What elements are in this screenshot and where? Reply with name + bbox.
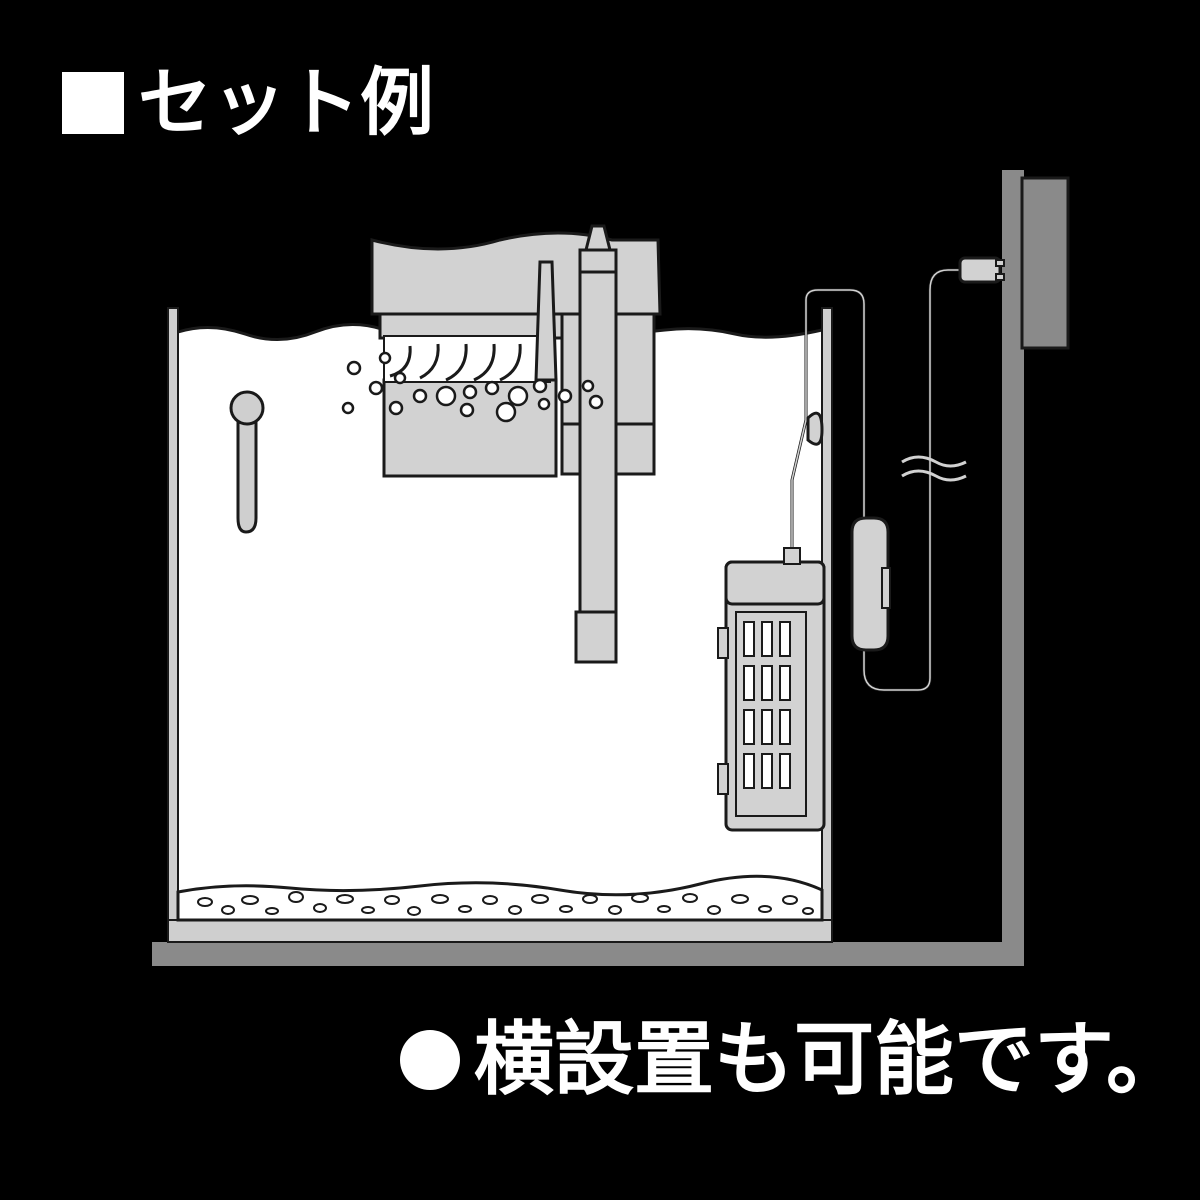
caption: 横設置も可能です。 (400, 1010, 1186, 1110)
hang-on-filter (370, 224, 662, 664)
heater-cable-inner (791, 269, 964, 691)
gravel-substrate (176, 874, 824, 922)
heater-controller (850, 516, 891, 652)
power-plug (958, 256, 1005, 284)
square-icon (62, 72, 124, 134)
cable-break-mark (901, 455, 967, 482)
aquarium-tank (167, 307, 833, 943)
cabinet-stand (152, 170, 1070, 966)
page-title: セット例 (62, 58, 434, 148)
caption-text: 横設置も可能です。 (474, 1013, 1186, 1106)
circle-bullet-icon (400, 1030, 460, 1090)
suction-cup (806, 411, 824, 446)
page-title-text: セット例 (138, 60, 434, 146)
thermometer (229, 390, 265, 534)
bubbles (341, 351, 604, 423)
aquarium-heater (717, 547, 826, 832)
